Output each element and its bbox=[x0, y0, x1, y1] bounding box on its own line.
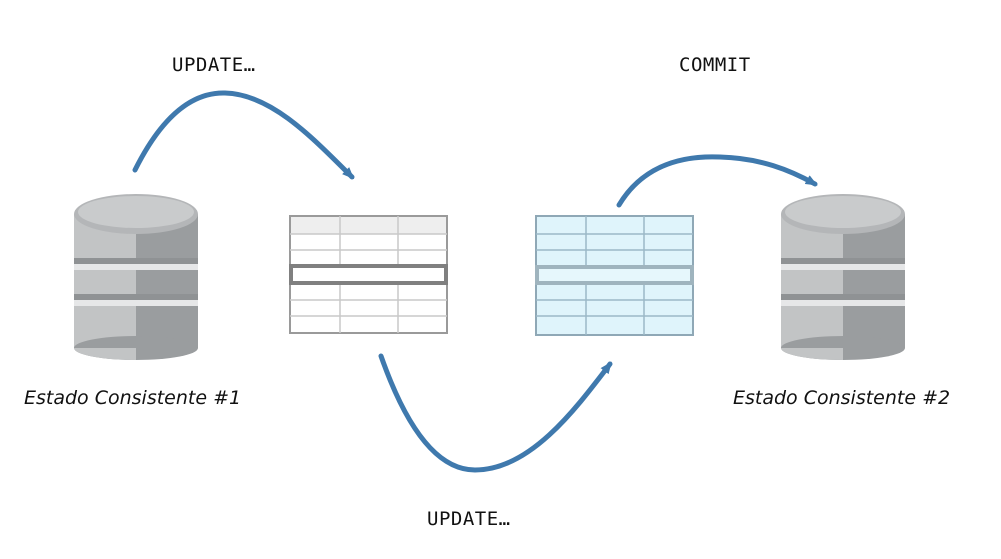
table-highlight-row bbox=[289, 264, 448, 285]
update-label-bottom: UPDATE… bbox=[427, 508, 511, 530]
database-icon-1 bbox=[74, 194, 198, 360]
arrow-icon-commit bbox=[616, 154, 818, 208]
update-label-top: UPDATE… bbox=[172, 54, 256, 76]
arrow-icon-update-bottom bbox=[378, 353, 613, 473]
caption-database-1: Estado Consistente #1 bbox=[24, 387, 242, 409]
arrow-icon-update-top bbox=[132, 90, 355, 180]
table-highlight-row-blue bbox=[535, 265, 694, 285]
table-icon-blue bbox=[535, 215, 694, 336]
table-icon-plain bbox=[289, 215, 448, 334]
database-icon-2 bbox=[781, 194, 905, 360]
caption-database-2: Estado Consistente #2 bbox=[733, 387, 951, 409]
commit-label: COMMIT bbox=[679, 54, 751, 76]
